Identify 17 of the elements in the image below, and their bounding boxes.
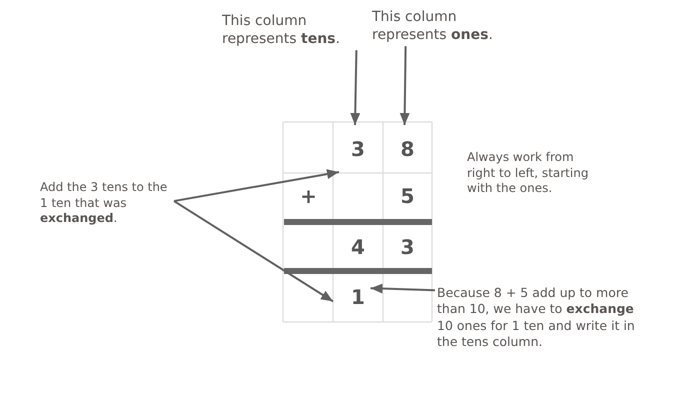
instruction-note: Add the 3 tens to the 1 ten that was exchanged.: [40, 180, 168, 227]
arrow: [173, 200, 334, 302]
digit: 3: [400, 234, 414, 258]
arrow: [370, 284, 435, 294]
arrow: [350, 50, 360, 126]
arrow: [400, 46, 410, 126]
column-note: This column represents tens.: [222, 12, 341, 48]
column-note: This column represents ones.: [372, 8, 494, 44]
digit: 8: [400, 136, 414, 160]
carried-digit: 1: [351, 285, 365, 309]
tip-note: Always work from right to left, starting with the ones.: [467, 150, 590, 197]
digit: 3: [351, 136, 365, 160]
plus-sign: +: [300, 184, 317, 208]
digit: 4: [351, 234, 365, 258]
explanation-note: Because 8 + 5 add up to more than 10, we have to exchange 10 ones for 1 ten and write it in the tens column.: [437, 285, 636, 350]
digit: 5: [400, 184, 414, 208]
arrow: [174, 169, 340, 202]
